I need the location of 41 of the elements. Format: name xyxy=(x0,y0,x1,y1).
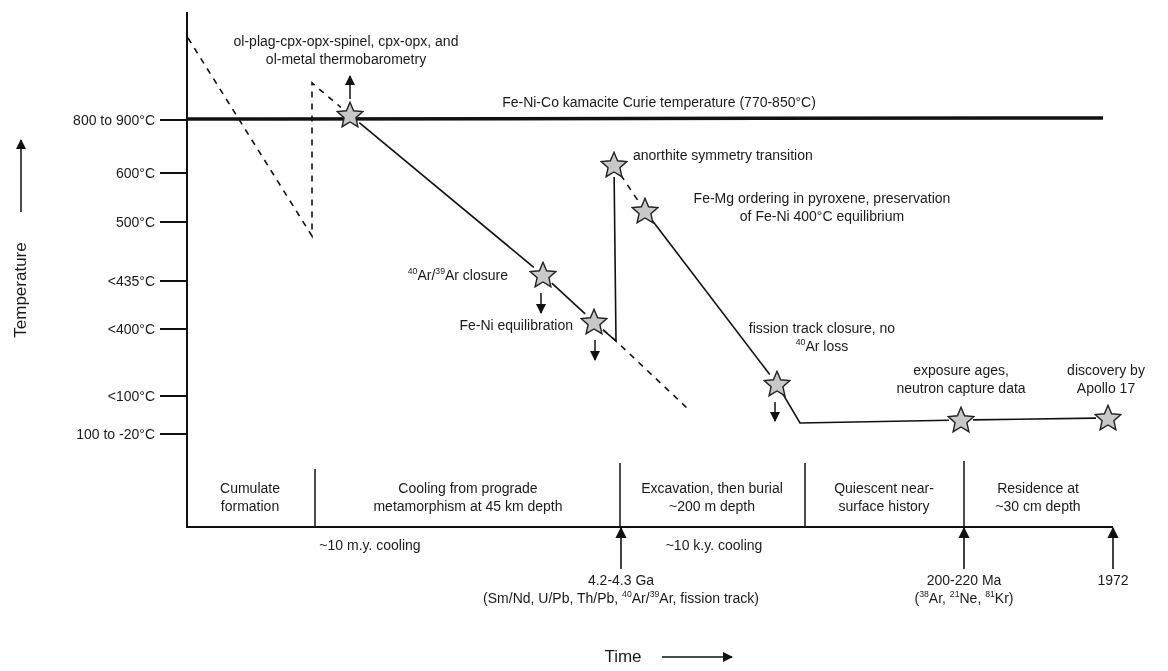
dashed-path xyxy=(619,174,640,202)
period-label: Excavation, then burial ~200 m depth xyxy=(640,478,784,516)
event-label: Fe-Ni equilibration xyxy=(459,315,573,335)
event-label: ol-plag-cpx-opx-spinel, cpx-opx, and ol-metal thermobarometry xyxy=(232,31,460,69)
cooling-path-segment xyxy=(972,417,1097,421)
arrow xyxy=(615,526,627,570)
event-label: fission track closure, no $^{40}$Ar loss xyxy=(747,318,897,356)
cooling-path-segment xyxy=(551,282,586,315)
event-label: $^{40}$Ar/$^{39}$Ar closure xyxy=(407,265,508,285)
tick-label: <400°C xyxy=(107,319,155,339)
duration-label: ~10 m.y. cooling xyxy=(319,535,421,555)
tick-label: 100 to -20°C xyxy=(76,424,155,444)
dating-methods: (Sm/Nd, U/Pb, Th/Pb, $^{40}$Ar/$^{39}$Ar, fission track) xyxy=(483,589,759,608)
age-label: 200-220 Ma xyxy=(926,571,1002,590)
cooling-path-segment xyxy=(782,393,950,424)
cooling-path-segment xyxy=(651,219,771,376)
dashed-path xyxy=(602,329,688,409)
arrow xyxy=(958,526,970,570)
period-label: Quiescent near-surface history xyxy=(833,478,935,516)
tick-label: 500°C xyxy=(115,212,155,232)
axis-title: Time xyxy=(604,645,642,668)
axis-title: Temperature xyxy=(11,242,31,338)
tick-label: <435°C xyxy=(107,271,155,291)
age-label: 1972 xyxy=(1097,571,1129,590)
arrow xyxy=(1107,526,1119,570)
cooling-path-segment xyxy=(358,121,535,269)
line-label: Fe-Ni-Co kamacite Curie temperature (770-850°C) xyxy=(502,92,816,112)
event-label: Fe-Mg ordering in pyroxene, preservation of Fe-Ni 400°C equilibrium xyxy=(692,188,952,226)
period-label: Cumulate formation xyxy=(219,478,281,516)
tick-label: 800 to 900°C xyxy=(73,110,155,130)
tick-label: 600°C xyxy=(115,163,155,183)
duration-label: ~10 k.y. cooling xyxy=(665,535,763,555)
dating-methods: ($^{38}$Ar, $^{21}$Ne, $^{81}$Kr) xyxy=(914,589,1014,608)
period-label: Residence at ~30 cm depth xyxy=(994,478,1082,516)
event-label: exposure ages, neutron capture data xyxy=(895,360,1027,398)
event-label: anorthite symmetry transition xyxy=(633,145,813,165)
period-label: Cooling from prograde metamorphism at 45 km depth xyxy=(372,478,564,516)
tick-label: <100°C xyxy=(107,386,155,406)
dashed-path xyxy=(187,37,342,239)
age-label: 4.2-4.3 Ga xyxy=(587,571,655,590)
event-label: discovery by Apollo 17 xyxy=(1066,360,1146,398)
